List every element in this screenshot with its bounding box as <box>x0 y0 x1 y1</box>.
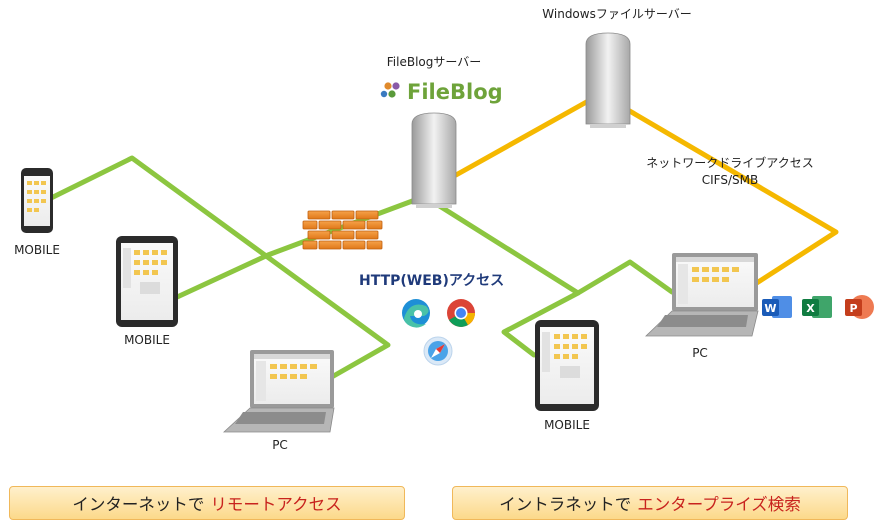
windows-server-label: Windowsファイルサーバー <box>542 7 692 21</box>
tablet-right-icon <box>535 320 599 411</box>
fileblog-logo-text: FileBlog <box>407 80 503 104</box>
intranet-banner-prefix: イントラネットで <box>499 495 632 514</box>
safari-icon <box>423 336 453 366</box>
network-drive-label-line1: ネットワークドライブアクセス <box>646 156 814 170</box>
laptop-right-label: PC <box>692 346 708 360</box>
windows-file-server-icon <box>585 32 631 128</box>
internet-line-left <box>40 155 391 381</box>
excel-icon: X <box>802 296 832 318</box>
fileblog-server-label: FileBlogサーバー <box>386 55 482 69</box>
http-access-label: HTTP(WEB)アクセス <box>359 273 505 289</box>
word-icon: W <box>762 296 792 318</box>
firewall-icon <box>302 210 383 250</box>
intranet-line-tablet <box>501 290 581 358</box>
internet-banner-highlight: リモートアクセス <box>210 495 342 514</box>
intranet-banner-highlight: エンタープライズ検索 <box>637 495 801 514</box>
laptop-right-icon <box>645 253 759 337</box>
svg-text:P: P <box>849 302 857 315</box>
svg-text:X: X <box>806 302 815 315</box>
edge-icon <box>402 299 430 328</box>
intranet-banner: イントラネットで エンタープライズ検索 <box>452 486 848 520</box>
tablet-left-icon <box>116 236 178 327</box>
tablet-left-label: MOBILE <box>124 333 170 347</box>
svg-text:W: W <box>764 302 776 315</box>
internet-banner: インターネットで リモートアクセス <box>9 486 405 520</box>
laptop-left-icon <box>222 350 335 433</box>
network-drive-line <box>625 107 839 289</box>
fileblog-server-icon <box>411 112 457 208</box>
mobile-phone-icon <box>21 168 53 233</box>
laptop-left-label: PC <box>272 438 288 452</box>
mobile-phone-label: MOBILE <box>14 243 60 257</box>
tablet-right-label: MOBILE <box>544 418 590 432</box>
network-drive-label-line2: CIFS/SMB <box>701 173 759 187</box>
chrome-icon <box>447 299 475 327</box>
server-to-server-line <box>453 97 593 178</box>
cifs-connection-lines <box>453 97 839 289</box>
intranet-line-pc <box>427 197 675 296</box>
powerpoint-icon: P <box>845 295 874 319</box>
network-drive-label: ネットワークドライブアクセス CIFS/SMB <box>646 155 813 189</box>
internet-banner-prefix: インターネットで <box>72 495 205 514</box>
fileblog-logo: FileBlog <box>380 80 503 104</box>
